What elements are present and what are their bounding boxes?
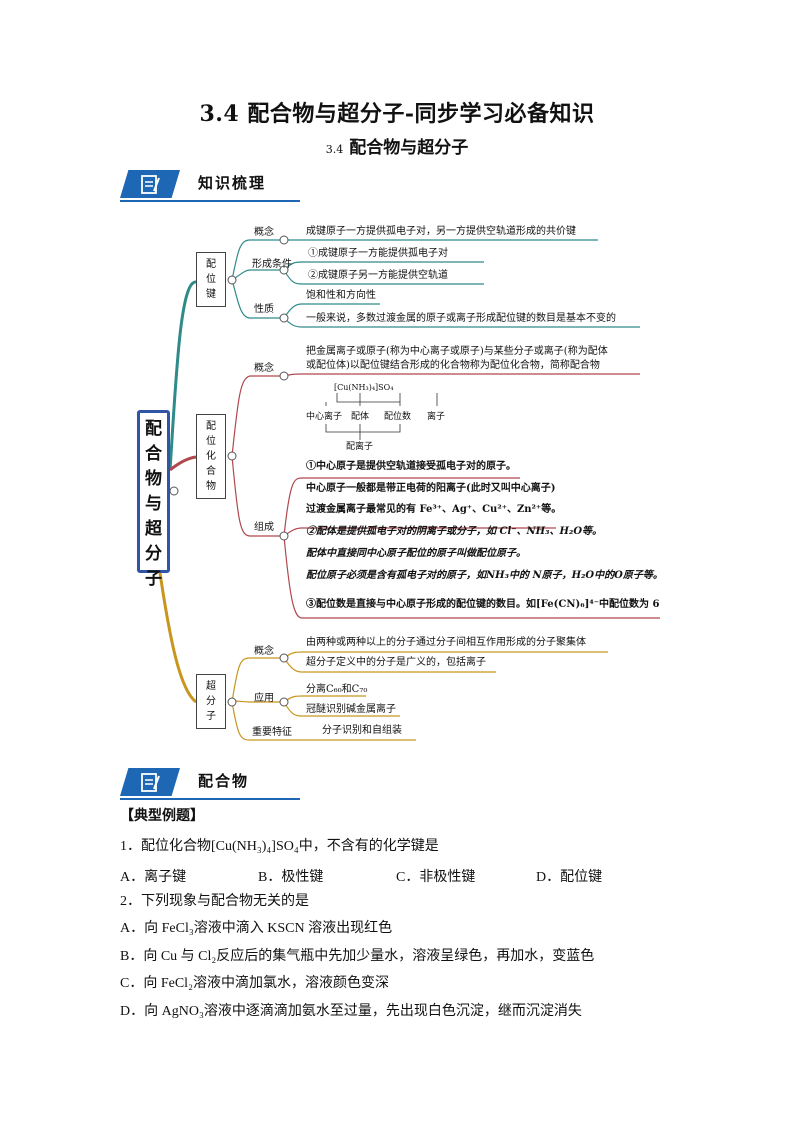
examples-header: 【典型例题】	[120, 809, 204, 824]
leaf-text: 饱和性和方向性	[306, 290, 376, 301]
node-concept: 概念	[254, 363, 274, 374]
root-char: 超	[145, 519, 162, 539]
leaf-text: ①中心原子是提供空轨道接受孤电子对的原子。	[306, 461, 516, 472]
leaf-text: ③配位数是直接与中心原子形成的配位键的数目。如[Fe(CN)₆]⁴⁻中配位数为 …	[306, 599, 660, 610]
branch-coordinate-bond: 配 位 键	[196, 252, 226, 307]
leaf-text: 过渡金属离子最常见的有 Fe³⁺、Ag⁺、Cu²⁺、Zn²⁺等。	[306, 504, 562, 515]
q1-option-d: D．配位键	[536, 870, 603, 885]
section-title: 知识梳理	[198, 174, 267, 192]
question-1-stem: 1．配位化合物[Cu(NH₃)₄]SO₄中，不含有的化学键是	[120, 839, 439, 854]
root-char: 物	[145, 469, 162, 489]
leaf-text: 中心原子一般都是带正电荷的阳离子(此时又叫中心离子)	[306, 483, 556, 494]
root-char: 子	[145, 569, 162, 589]
mindmap-root: 配 合 物 与 超 分 子	[137, 410, 170, 589]
branch-char: 位	[206, 436, 216, 447]
leaf-text: 冠醚识别碱金属离子	[306, 704, 396, 715]
notepad-icon	[141, 773, 160, 792]
root-char: 合	[145, 444, 162, 464]
notepad-icon	[141, 175, 160, 194]
question-2-stem: 2．下列现象与配合物无关的是	[120, 894, 309, 909]
node-feature: 重要特征	[252, 727, 292, 738]
formula-part: 配位数	[384, 412, 412, 422]
branch-supramolecule: 超 分 子	[196, 674, 226, 729]
branch-char: 合	[206, 466, 216, 477]
branch-char: 位	[206, 274, 216, 285]
q2-option-d: D．向 AgNO₃溶液中逐滴滴加氨水至过量，先出现白色沉淀，继而沉淀消失	[120, 1004, 582, 1019]
formula-part: 配离子	[346, 442, 374, 452]
formula-part: 离子	[427, 412, 446, 422]
branch-coordination-compound: 配 位 化 合 物	[196, 414, 226, 499]
branch-char: 化	[206, 451, 216, 462]
leaf-text: 或配位体)以配位键结合形成的化合物称为配位化合物，简称配合物	[306, 360, 600, 371]
branch-char: 配	[206, 259, 216, 270]
branch-char: 超	[206, 681, 216, 692]
leaf-text: 成键原子一方提供孤电子对，另一方提供空轨道形成的共价键	[306, 226, 576, 237]
branch-char: 物	[206, 481, 216, 492]
root-char: 配	[145, 419, 162, 439]
leaf-text: 分子识别和自组装	[322, 725, 402, 736]
branch-char: 子	[206, 711, 216, 722]
section-title: 配合物	[198, 772, 250, 790]
document-title: 3.4 配合物与超分子-同步学习必备知识	[199, 101, 595, 127]
section-header-complex: 配合物	[120, 764, 300, 804]
q1-option-c: C．非极性键	[396, 870, 476, 885]
root-char: 分	[145, 544, 162, 564]
leaf-text: 超分子定义中的分子是广义的，包括离子	[306, 657, 486, 668]
subtitle-number: 3.4	[325, 143, 344, 156]
branch-char: 键	[206, 289, 216, 300]
leaf-text: 一般来说，多数过渡金属的原子或离子形成配位键的数目是基本不变的	[306, 313, 616, 324]
leaf-text: 配位原子必须是含有孤电子对的原子，如NH₃中的 N原子，H₂O中的O原子等。	[306, 570, 663, 581]
q1-option-b: B．极性键	[258, 870, 324, 885]
node-concept: 概念	[254, 646, 274, 657]
subtitle-text: 配合物与超分子	[349, 138, 469, 158]
leaf-text: 把金属离子或原子(称为中心离子或原子)与某些分子或离子(称为配体	[306, 346, 608, 357]
node-concept: 概念	[254, 227, 274, 238]
q1-option-a: A．离子键	[120, 870, 187, 885]
q2-option-b: B．向 Cu 与 Cl₂反应后的集气瓶中先加少量水，溶液呈绿色，再加水，变蓝色	[120, 949, 595, 964]
section-rule	[120, 798, 300, 800]
document-subtitle: 3.4 配合物与超分子	[0, 133, 794, 158]
q2-option-a: A．向 FeCl₃溶液中滴入 KSCN 溶液出现红色	[120, 921, 393, 936]
section-header-knowledge: 知识梳理	[120, 166, 300, 206]
section-badge	[120, 768, 180, 796]
leaf-text: 配体中直接同中心原子配位的原子叫做配位原子。	[306, 548, 526, 559]
root-char: 与	[145, 494, 162, 514]
leaf-text: ②成键原子另一方能提供空轨道	[308, 270, 448, 281]
formula-part: 配体	[351, 412, 370, 422]
leaf-text: ①成键原子一方能提供孤电子对	[308, 248, 448, 259]
branch-char: 配	[206, 421, 216, 432]
leaf-text: ②配体是提供孤电子对的阴离子或分子，如 Cl⁻、NH₃、H₂O等。	[306, 526, 603, 537]
leaf-text: 由两种或两种以上的分子通过分子间相互作用形成的分子聚集体	[306, 637, 586, 648]
section-badge	[120, 170, 180, 198]
node-condition: 形成条件	[252, 259, 292, 270]
q2-option-c: C．向 FeCl₂溶液中滴加氯水，溶液颜色变深	[120, 976, 389, 991]
node-compose: 组成	[254, 522, 274, 533]
formula-label: [Cu(NH₃)₄]SO₄	[334, 383, 394, 392]
branch-char: 分	[206, 696, 216, 707]
leaf-text: 分离C₆₀和C₇₀	[306, 684, 368, 695]
node-property: 性质	[254, 304, 274, 315]
node-application: 应用	[254, 693, 274, 704]
section-rule	[120, 200, 300, 202]
formula-part: 中心离子	[306, 412, 343, 422]
